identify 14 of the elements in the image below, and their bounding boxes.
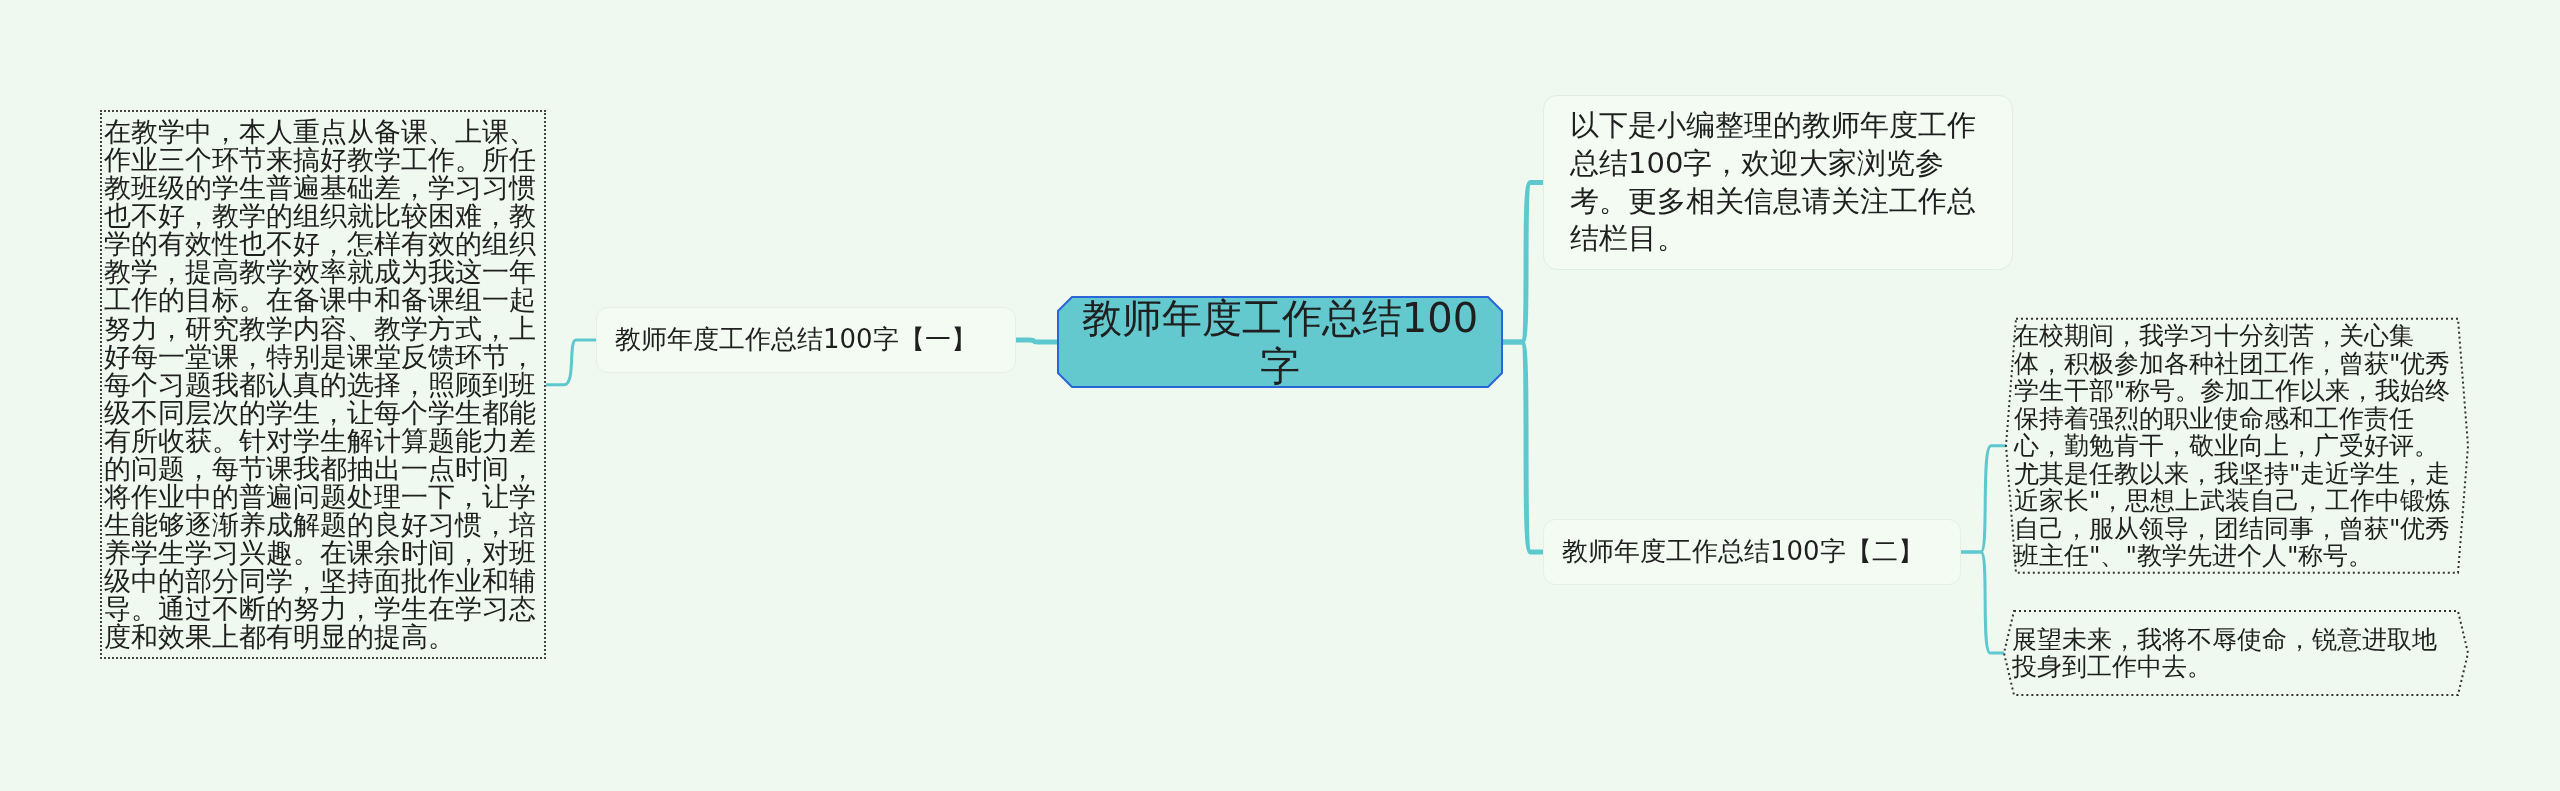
node-text: 教师年度工作总结100字【一】	[615, 324, 978, 356]
node-text: 以下是小编整理的教师年度工作总结100字，欢迎大家浏览参考。更多相关信息请关注工作总结栏目。	[1570, 107, 1977, 258]
branch-topic	[1543, 519, 1961, 585]
connector-line	[1016, 337, 1058, 345]
node-text: 教师年度工作总结100字	[1080, 294, 1480, 390]
branch-topic	[596, 307, 1016, 373]
node-text: 教师年度工作总结100字【二】	[1562, 536, 1925, 568]
node-text: 展望未来，我将不辱使命，锐意进取地投身到工作中去。	[2012, 625, 2438, 681]
connector-line	[1961, 550, 2004, 655]
connector-line	[546, 338, 596, 387]
summary-card	[1543, 95, 2013, 270]
connector-line	[1502, 339, 1543, 555]
node-text: 在教学中，本人重点从备课、上课、作业三个环节来搞好教学工作。所任教班级的学生普遍基础差，学习习惯也不好，教学的组织就比较困难，教学的有效性也不好，怎样有效的组织教学，提高教学效率就成为我这一年工作的目标。在备课中和备课组一起努力，研究教学内容、教学方式，上好每一堂课，特别是课堂反馈环节，每个习题我都认真的选择，照顾到班级不同层次的学生，让每个学生都能有所收获。针对学生解计算题能力差的问题，每节课我都抽出一点时间，将作业中的普遍问题处理一下，让学生能够逐渐养成解题的良好习惯，培养学生学习兴趣。在课余时间，对班级中的部分同学，坚持面批作业和辅导。通过不断的努力，学生在学习态度和效果上都有明显的提高。	[104, 118, 537, 652]
node-text: 在校期间，我学习十分刻苦，关心集体，积极参加各种社团工作，曾获"优秀学生干部"称号。参加工作以来，我始终保持着强烈的职业使命感和工作责任心，勤勉肯干，敬业向上，广受好评。尤其是任教以来，我坚持"走近学生，走近家长"，思想上武装自己，工作中锻炼自己，服从领导，团结同事，曾获"优秀班主任"、"教学先进个人"称号。	[2014, 322, 2452, 570]
